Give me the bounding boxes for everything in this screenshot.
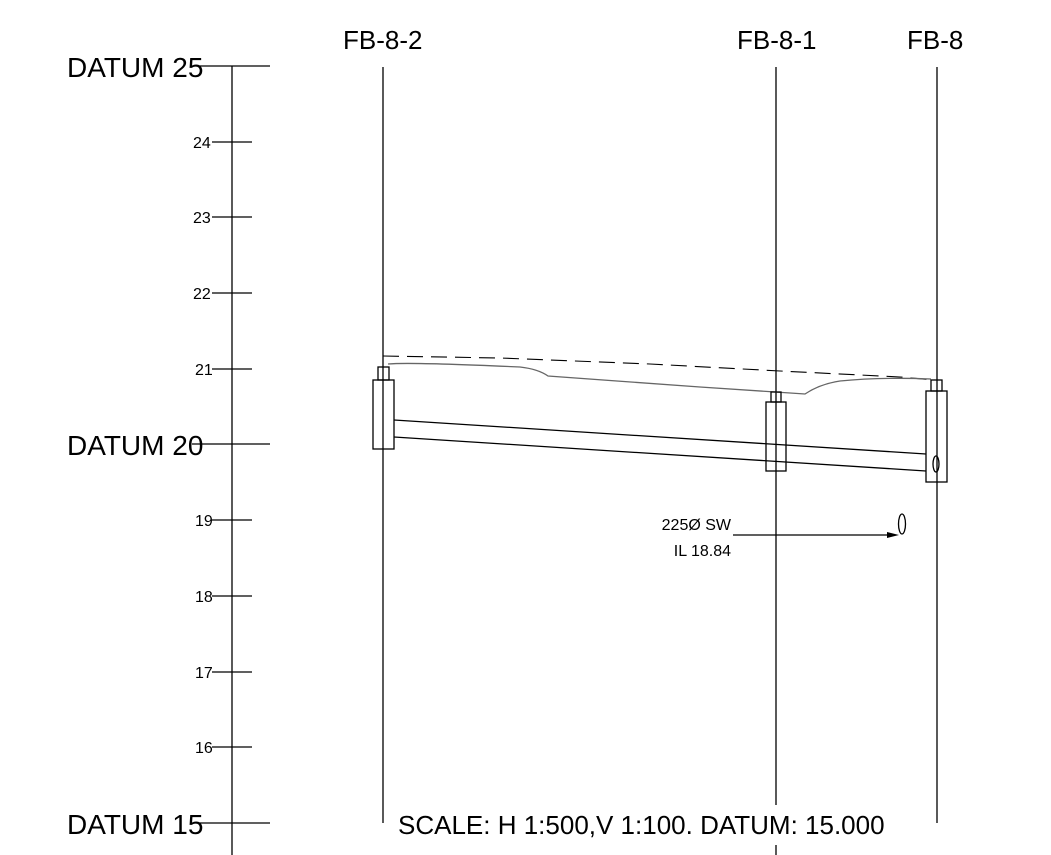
manhole-fb-8-label: FB-8 xyxy=(907,25,963,55)
datum-15-label: DATUM 15 xyxy=(67,809,203,840)
tick-18: 18 xyxy=(195,589,252,606)
manhole-fb-8-1-label: FB-8-1 xyxy=(737,25,816,55)
tick-18-label: 18 xyxy=(195,589,213,606)
datum-25-label: DATUM 25 xyxy=(67,52,203,83)
tick-19: 19 xyxy=(195,513,252,530)
datum-15: DATUM 15 xyxy=(67,809,270,840)
design-level-dashed-line xyxy=(382,355,936,381)
invert-level-label: IL 18.84 xyxy=(674,543,731,560)
tick-23: 23 xyxy=(193,210,252,227)
tick-24: 24 xyxy=(193,135,252,152)
manhole-fb-8-1-riser xyxy=(770,391,782,403)
datum-20-label: DATUM 20 xyxy=(67,430,203,461)
pipe-size-label: 225Ø SW xyxy=(662,517,732,534)
tick-23-label: 23 xyxy=(193,210,211,227)
tick-16: 16 xyxy=(195,740,252,757)
manhole-fb-8-2-label: FB-8-2 xyxy=(343,25,422,55)
annotation-arrowhead xyxy=(887,532,899,538)
manhole-fb-8-outlet-pipe xyxy=(932,455,940,473)
pipe-obvert-line xyxy=(393,419,927,455)
tick-19-label: 19 xyxy=(195,513,213,530)
tick-16-label: 16 xyxy=(195,740,213,757)
pipe xyxy=(393,419,927,472)
datum-20: DATUM 20 xyxy=(67,430,270,461)
tick-24-label: 24 xyxy=(193,135,211,152)
manhole-fb-8-2 xyxy=(372,366,395,450)
existing-ground-line xyxy=(387,362,932,395)
scale-note: SCALE: H 1:500,V 1:100. DATUM: 15.000 xyxy=(398,810,885,840)
datum-25: DATUM 25 xyxy=(67,52,270,83)
pipe-invert-line xyxy=(393,436,927,472)
tick-21-label: 21 xyxy=(195,362,213,379)
manhole-fb-8-riser xyxy=(930,379,943,392)
incoming-pipe-section xyxy=(897,513,907,535)
tick-22: 22 xyxy=(193,286,252,303)
scale-note-background xyxy=(395,805,890,845)
tick-17-label: 17 xyxy=(195,665,213,682)
tick-17: 17 xyxy=(195,665,252,682)
manhole-fb-8 xyxy=(925,379,948,483)
manhole-fb-8-1 xyxy=(765,391,787,472)
incoming-pipe-annotation: 225Ø SW IL 18.84 xyxy=(662,513,907,560)
tick-22-label: 22 xyxy=(193,286,211,303)
manhole-fb-8-2-riser xyxy=(377,366,390,381)
tick-21: 21 xyxy=(195,362,252,379)
